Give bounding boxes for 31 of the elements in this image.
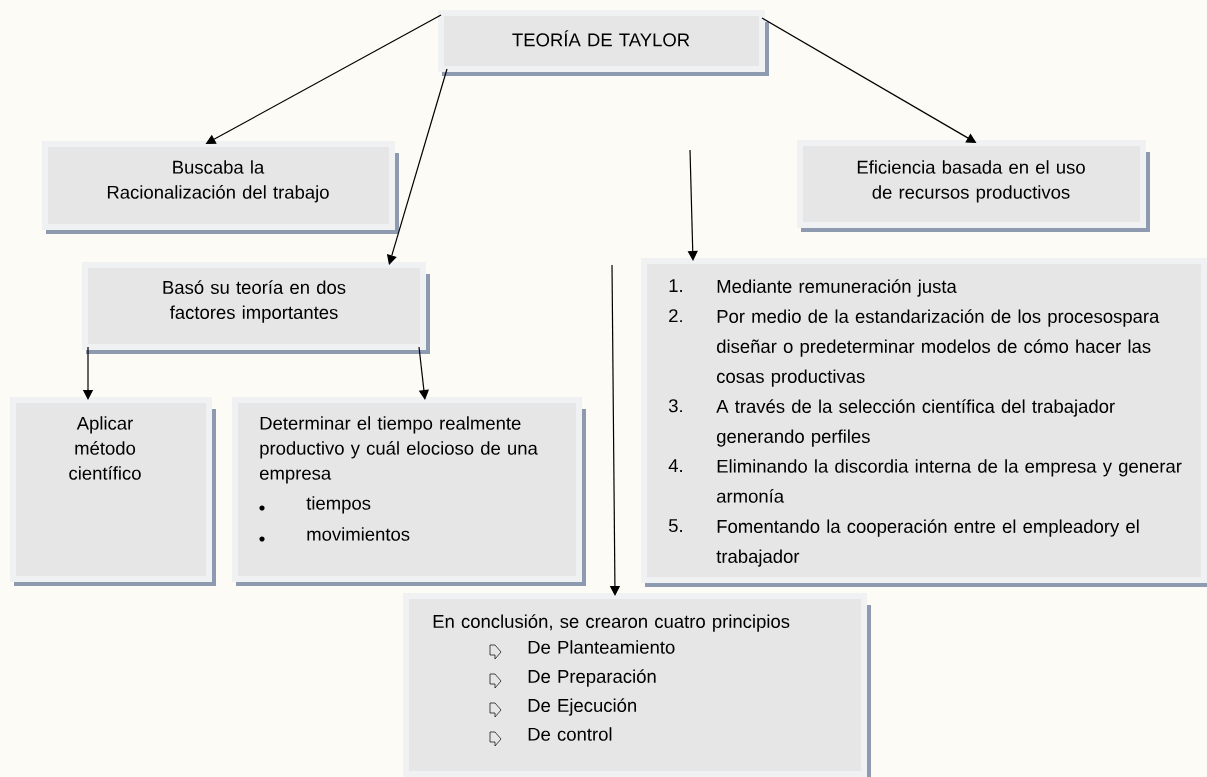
label: 4. bbox=[668, 459, 682, 472]
label: Eliminando la discordia interna de la empresa y generar armonía bbox=[717, 459, 1182, 503]
label: 2. bbox=[669, 309, 682, 323]
label: 1. bbox=[669, 279, 682, 292]
label: De control bbox=[528, 727, 612, 741]
process-box bbox=[42, 141, 399, 234]
label: Mediante remuneración justa bbox=[717, 279, 957, 297]
label: Fomentando la cooperación entre el empleadory el trabajador bbox=[716, 519, 1139, 567]
process-box bbox=[438, 10, 769, 76]
label: tiempos bbox=[306, 496, 371, 514]
label: Por medio de la estandarización de los procesospara diseñar o predeterminar modelos de cómo hacer las cosas productivas bbox=[717, 309, 1160, 387]
label: 5. bbox=[668, 519, 682, 533]
label: TEORÍA DE TAYLOR bbox=[512, 30, 690, 47]
process-box bbox=[797, 140, 1150, 232]
label: movimientos bbox=[307, 527, 410, 541]
process-box bbox=[403, 593, 871, 777]
label: A través de la selección científica del trabajador generando perfiles bbox=[716, 399, 1115, 447]
process-box bbox=[10, 397, 216, 586]
process-box bbox=[641, 258, 1207, 587]
label: 3. bbox=[668, 399, 682, 413]
arrow bbox=[418, 346, 429, 400]
label: De Preparación bbox=[528, 669, 656, 687]
process-box bbox=[82, 262, 430, 354]
label: En conclusión, se crearon cuatro principios bbox=[433, 614, 790, 632]
label: Aplicar método científico bbox=[69, 416, 141, 480]
label: Basó su teoría en dos factores importantes bbox=[163, 280, 346, 323]
label: De Planteamiento bbox=[528, 640, 675, 654]
label: De Ejecución bbox=[528, 698, 636, 716]
process-box bbox=[232, 397, 586, 586]
label: Eficiencia basada en el uso de recursos productivos bbox=[857, 160, 1085, 203]
label: Buscaba la Racionalización del trabajo bbox=[107, 160, 329, 203]
